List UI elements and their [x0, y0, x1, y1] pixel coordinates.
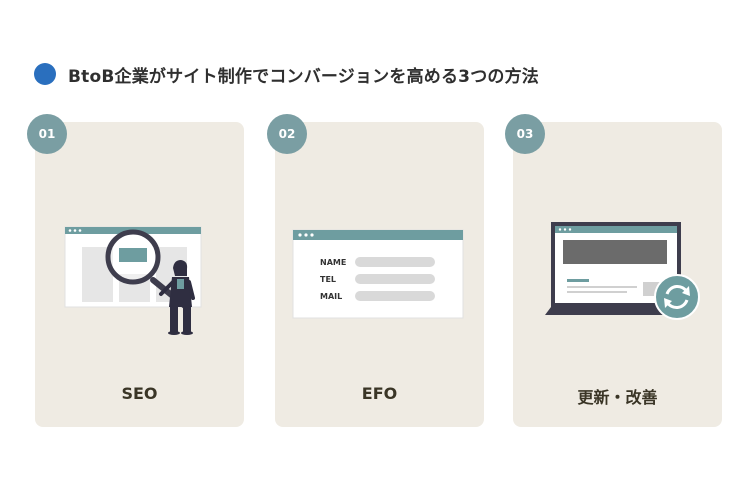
form-label-tel: TEL [320, 275, 336, 284]
card-number-badge: 03 [505, 114, 545, 154]
card-label: 更新・改善 [577, 388, 658, 407]
form-label-name: NAME [320, 258, 346, 267]
card-label: SEO [121, 384, 158, 403]
monitor-refresh-illustration [545, 222, 700, 320]
method-card-update: 03 更新・改善 [505, 114, 722, 427]
card-label: EFO [361, 384, 398, 403]
section-header: BtoB企業がサイト制作でコンバージョンを高める3つの方法 [34, 62, 540, 87]
page-title: BtoB企業がサイト制作でコンバージョンを高める3つの方法 [68, 66, 540, 87]
seo-illustration [64, 226, 202, 335]
card-number-badge: 02 [267, 114, 307, 154]
form-label-mail: MAIL [320, 292, 342, 301]
method-card-efo: 02 NAME TEL MAIL EFO [267, 114, 484, 427]
web-form-illustration: NAME TEL MAIL [292, 229, 464, 319]
method-card-seo: 01 SEO [27, 114, 244, 427]
bullet-dot-icon [34, 63, 56, 85]
card-number-badge: 01 [27, 114, 67, 154]
